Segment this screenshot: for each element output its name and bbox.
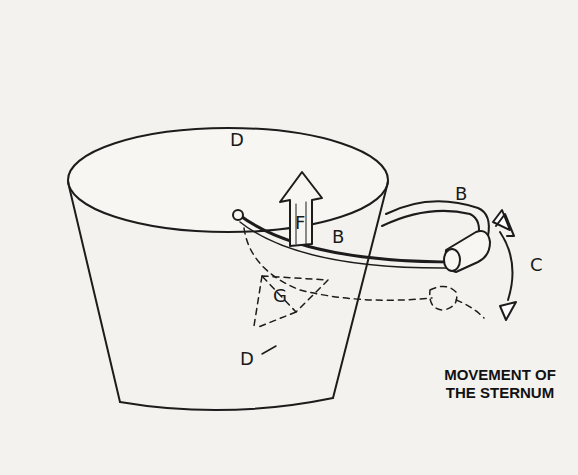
figure-caption: MOVEMENT OF THE STERNUM <box>436 366 564 402</box>
part-letter: D <box>230 131 244 149</box>
part-letter: G <box>273 287 287 305</box>
part-letter: F <box>295 214 305 232</box>
part-letter: B <box>332 228 344 246</box>
part-letter: C <box>530 256 543 274</box>
part-letter: B <box>455 185 467 203</box>
part-letter: D <box>240 350 254 368</box>
